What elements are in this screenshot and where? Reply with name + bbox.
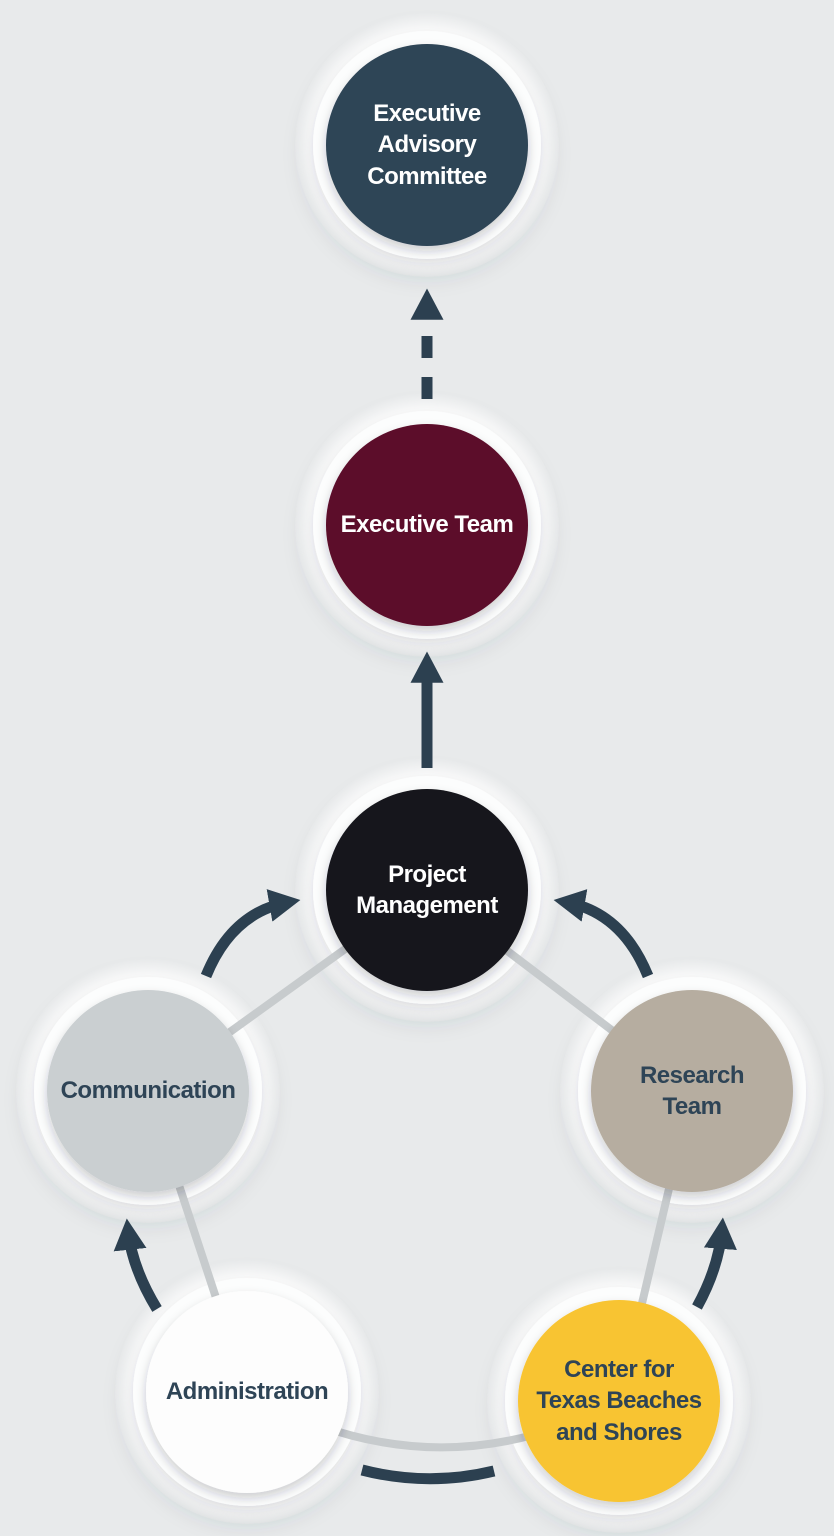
arrow-research-team-to-project-management xyxy=(553,889,654,979)
node-circle-administration xyxy=(146,1291,348,1493)
node-label-communication: Communication xyxy=(48,991,248,1191)
node-circle-project-management xyxy=(326,789,528,991)
node-circle-center-for-texas-beaches-and-shores xyxy=(518,1300,720,1502)
label-line: Committee xyxy=(367,162,487,190)
label-line: Project xyxy=(388,860,466,888)
label-line: Center for xyxy=(564,1356,674,1384)
node-circle-executive-advisory-committee xyxy=(326,44,528,246)
label-line: Research xyxy=(639,1061,745,1089)
label-line: Management xyxy=(356,892,498,919)
label-line: Texas Beaches xyxy=(536,1387,702,1415)
label-line: Advisory xyxy=(377,131,477,159)
node-circle-executive-team xyxy=(326,424,528,626)
node-label-executive-team: Executive Team xyxy=(327,425,527,625)
label-line: Administration xyxy=(165,1378,329,1406)
arrow-administration-to-center-arc xyxy=(360,1464,496,1485)
node-label-administration: Administration xyxy=(147,1292,347,1492)
node-circle-communication xyxy=(47,990,249,1192)
arrow-center-to-research-team xyxy=(692,1217,737,1310)
label-line: Executive Team xyxy=(340,511,514,539)
node-circle-research-team xyxy=(591,990,793,1192)
label-line: Team xyxy=(662,1093,722,1120)
label-line: Executive xyxy=(373,100,481,128)
label-line: and Shores xyxy=(556,1418,682,1446)
label-line: Communication xyxy=(60,1077,236,1105)
arrow-administration-to-communication xyxy=(113,1218,162,1312)
arrow-communication-to-project-management xyxy=(200,889,301,979)
